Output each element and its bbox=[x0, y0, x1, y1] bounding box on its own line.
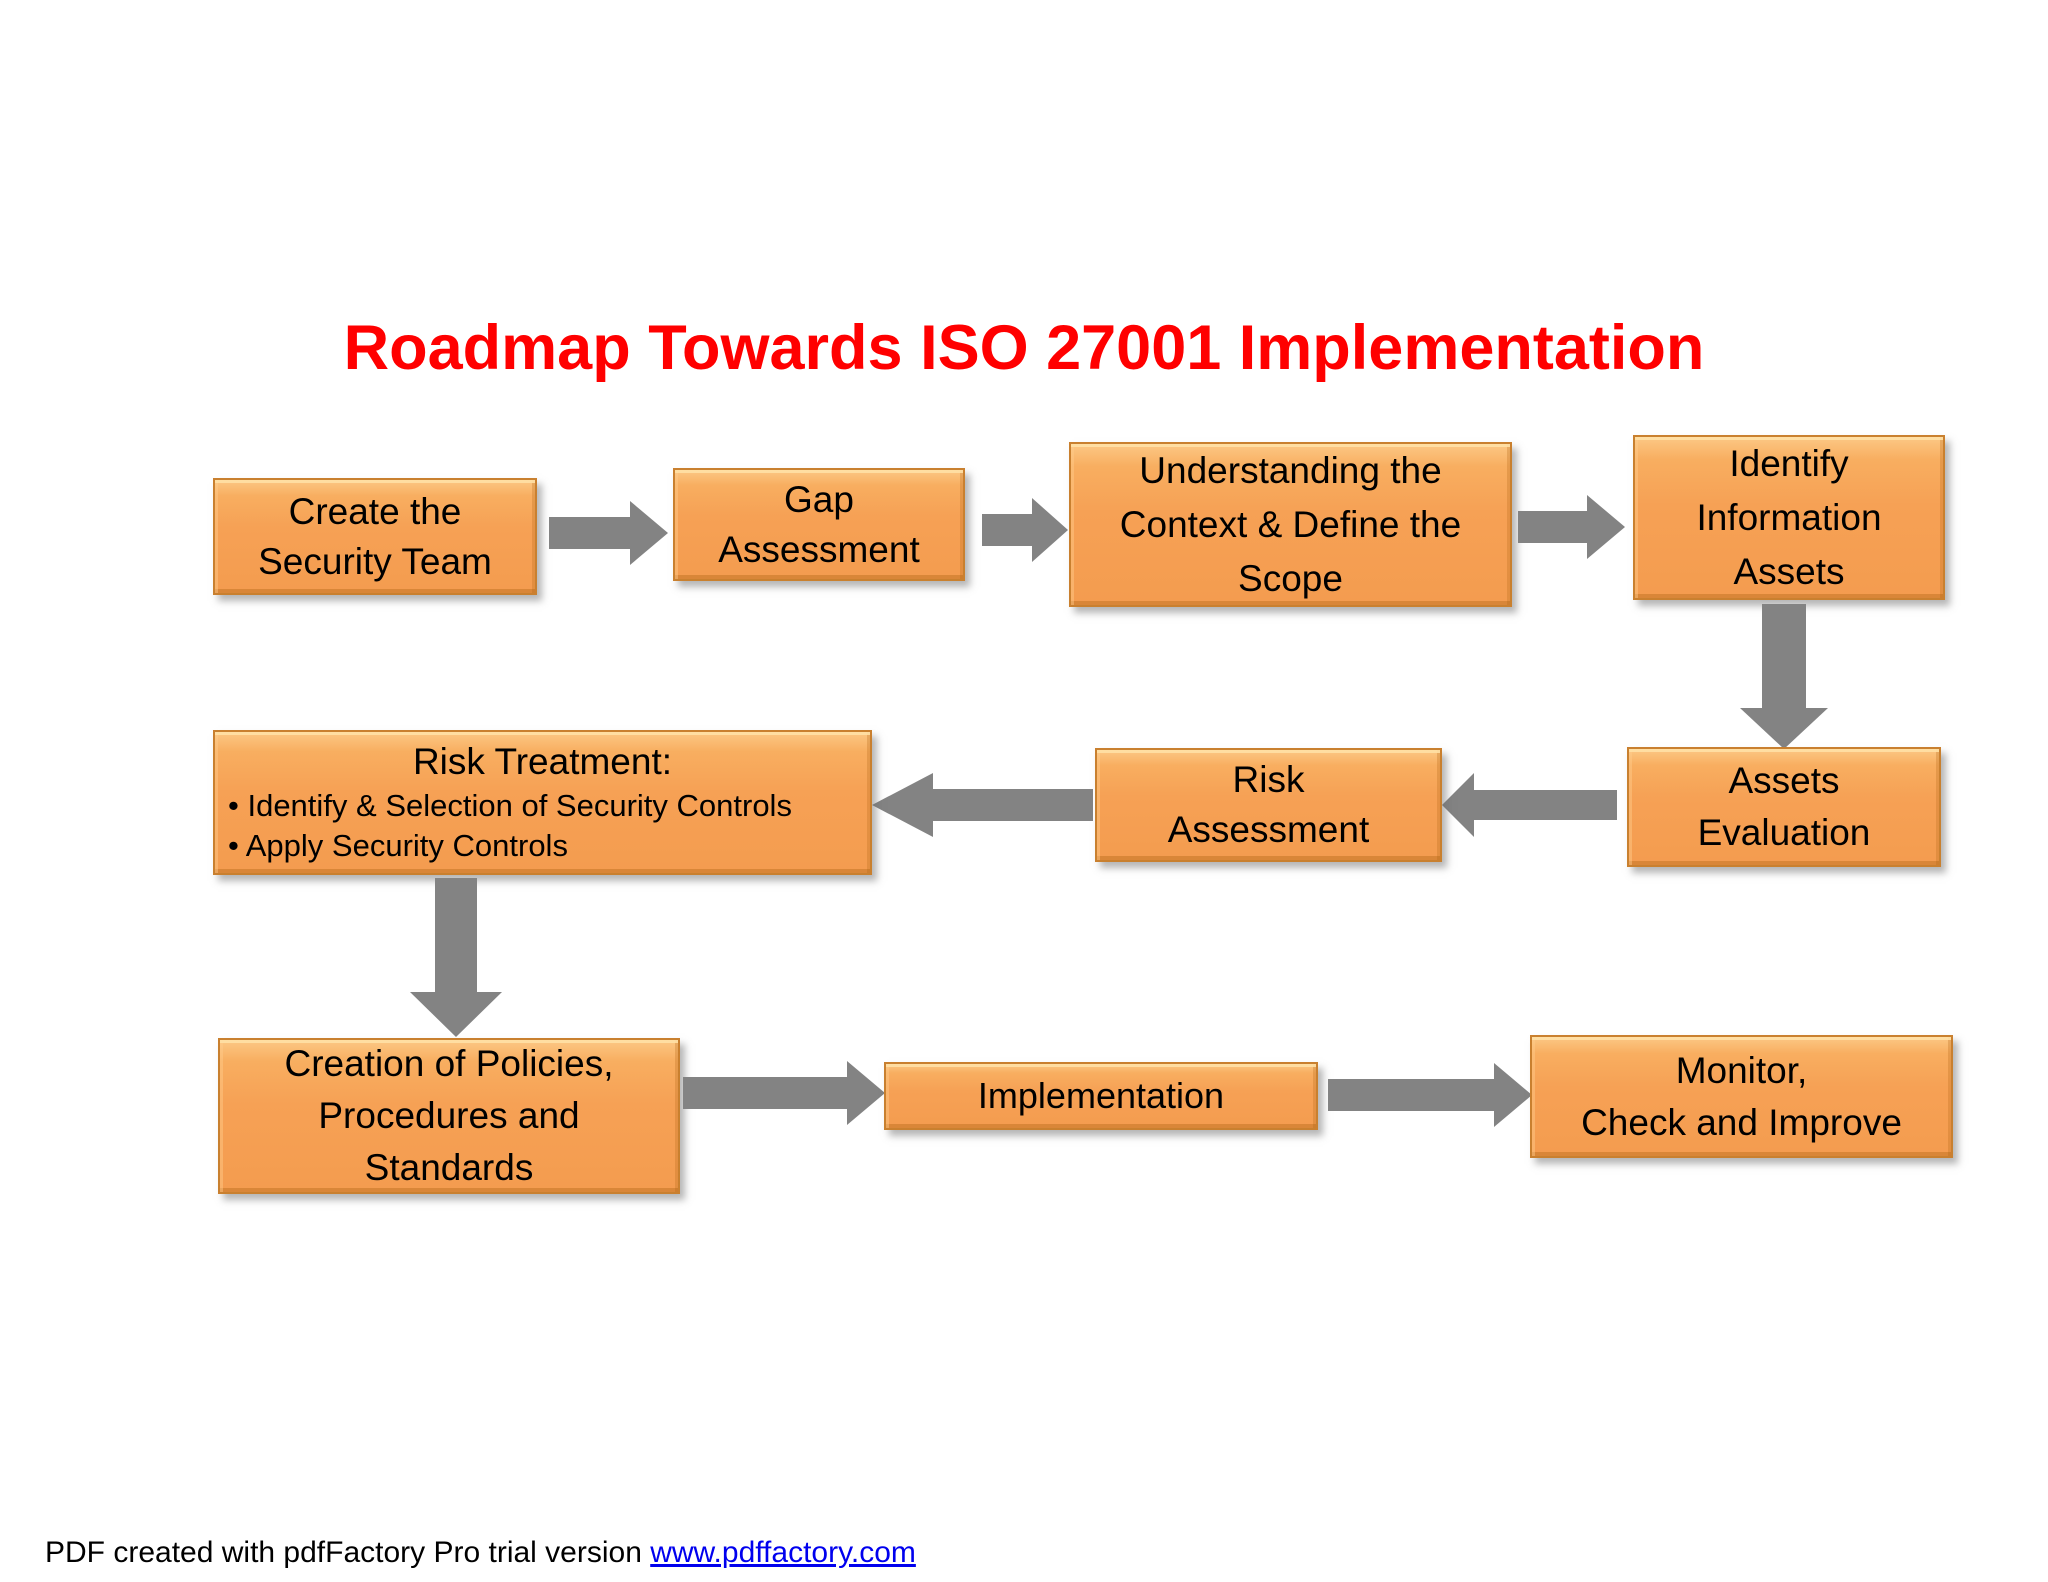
arrow-shaft bbox=[435, 878, 477, 992]
arrow-shaft bbox=[1762, 604, 1806, 708]
bullet-item: • Identify & Selection of Security Contr… bbox=[228, 788, 792, 823]
step-creation-policies: Creation of Policies, Procedures and Sta… bbox=[218, 1038, 680, 1194]
step-line: Information bbox=[1696, 496, 1882, 538]
step-assets-evaluation: Assets Evaluation bbox=[1627, 747, 1941, 867]
step-line: Procedures and bbox=[318, 1095, 580, 1136]
step-line: Create the bbox=[288, 490, 462, 532]
bullet-item: • Apply Security Controls bbox=[228, 828, 568, 863]
step-create-security-team: Create the Security Team bbox=[213, 478, 537, 595]
step-title: Risk Treatment: bbox=[412, 741, 673, 782]
arrow-shaft bbox=[549, 517, 630, 549]
step-line: Check and Improve bbox=[1581, 1101, 1902, 1143]
step-line: Context & Define the bbox=[1119, 503, 1462, 545]
step-line: Risk bbox=[1232, 759, 1305, 800]
pdffactory-link[interactable]: www.pdffactory.com bbox=[650, 1536, 916, 1569]
arrow-right-icon bbox=[630, 501, 668, 565]
footer-text: PDF created with pdfFactory Pro trial ve… bbox=[45, 1536, 651, 1569]
arrow-shaft bbox=[1474, 790, 1617, 820]
arrow-left-icon bbox=[872, 773, 933, 837]
arrow-shaft bbox=[683, 1077, 847, 1109]
step-line: Understanding the bbox=[1139, 449, 1442, 491]
arrow-down-icon bbox=[1740, 708, 1828, 749]
step-risk-assessment: Risk Assessment bbox=[1095, 748, 1442, 862]
step-line: Assessment bbox=[1167, 809, 1370, 850]
step-line: Gap bbox=[784, 478, 854, 520]
step-line: Evaluation bbox=[1697, 812, 1871, 853]
step-gap-assessment: Gap Assessment bbox=[673, 468, 965, 581]
step-monitor-check-improve: Monitor, Check and Improve bbox=[1530, 1035, 1953, 1158]
arrow-shaft bbox=[933, 789, 1093, 821]
step-identify-information-assets: Identify Information Assets bbox=[1633, 435, 1945, 600]
footer-note: PDF created with pdfFactory Pro trial ve… bbox=[45, 1534, 916, 1572]
arrow-right-icon bbox=[1032, 498, 1068, 562]
step-risk-treatment: Risk Treatment: • Identify & Selection o… bbox=[213, 730, 872, 875]
step-understanding-context: Understanding the Context & Define the S… bbox=[1069, 442, 1512, 607]
step-line: Identify bbox=[1729, 442, 1849, 484]
page-title: Roadmap Towards ISO 27001 Implementation bbox=[343, 313, 1705, 383]
step-line: Monitor, bbox=[1675, 1049, 1808, 1091]
arrow-right-icon bbox=[1587, 495, 1625, 559]
step-implementation: Implementation bbox=[884, 1062, 1318, 1130]
arrow-left-icon bbox=[1442, 773, 1474, 837]
arrow-down-icon bbox=[410, 992, 502, 1037]
arrow-right-icon bbox=[1494, 1063, 1532, 1127]
step-line: Assessment bbox=[718, 528, 920, 570]
step-line: Creation of Policies, bbox=[284, 1043, 614, 1084]
arrow-shaft bbox=[1328, 1079, 1494, 1111]
arrow-shaft bbox=[1518, 511, 1587, 543]
step-line: Standards bbox=[364, 1147, 534, 1188]
step-line: Assets bbox=[1728, 760, 1840, 801]
arrow-right-icon bbox=[847, 1061, 885, 1125]
step-line: Implementation bbox=[977, 1075, 1225, 1116]
step-line: Security Team bbox=[258, 540, 492, 582]
arrow-shaft bbox=[982, 514, 1032, 546]
step-line: Scope bbox=[1238, 557, 1343, 599]
step-line: Assets bbox=[1733, 550, 1845, 592]
